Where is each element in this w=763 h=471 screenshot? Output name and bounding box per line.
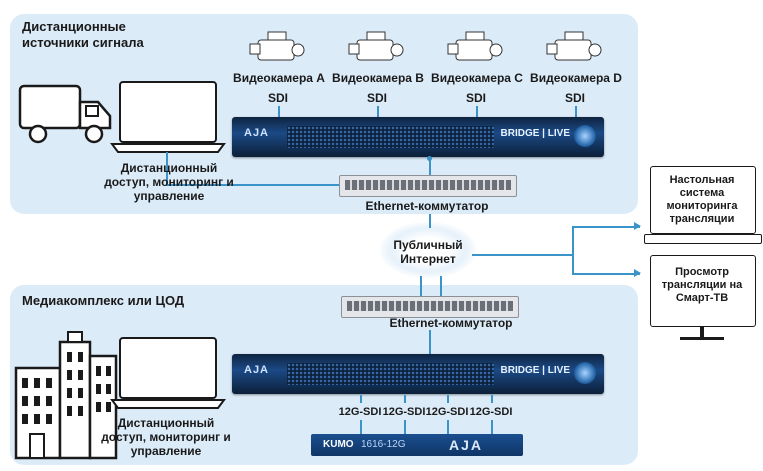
internet-label: Публичный Интернет — [393, 238, 463, 266]
buildings — [12, 326, 122, 462]
camera-d-label: Видеокамера D — [530, 71, 622, 85]
remote-sources-title: Дистанционные источники сигнала — [22, 19, 144, 50]
arrow-icon — [634, 269, 641, 277]
camera-c-label: Видеокамера C — [431, 71, 523, 85]
smart-tv — [650, 255, 756, 327]
truck-icon — [18, 84, 112, 144]
aja-logo: AJA — [244, 127, 270, 139]
desktop-monitor-label: Настольная система мониторинга трансляци… — [666, 174, 738, 225]
power-knob-icon — [574, 125, 596, 147]
sdi-label-b: SDI — [366, 91, 387, 105]
remote-sources-panel — [10, 14, 638, 214]
arrow-icon — [634, 222, 641, 230]
video-camera-icon — [249, 31, 305, 61]
office-buildings-icon — [14, 331, 118, 460]
ethernet-switch-bottom — [341, 296, 519, 318]
switch-to-internet-line — [429, 214, 431, 228]
aja-logo: AJA — [244, 364, 270, 376]
output-label-4: 12G-SDI — [469, 406, 513, 418]
rack-grill — [287, 363, 494, 385]
rack-to-switch-line — [429, 158, 431, 175]
laptop-icon — [110, 337, 226, 409]
camera-a — [248, 28, 308, 68]
desktop-base — [644, 234, 762, 244]
output-label-3: 12G-SDI — [425, 406, 469, 418]
remote-laptop-top — [110, 80, 226, 160]
sdi-label-c: SDI — [465, 91, 486, 105]
switch-ports — [345, 180, 511, 190]
truck — [16, 80, 116, 148]
output-line — [360, 420, 362, 434]
monitors-trunk-line — [572, 226, 574, 274]
output-line — [447, 420, 449, 434]
sdi-connector — [476, 106, 478, 118]
camera-b-label: Видеокамера B — [332, 71, 424, 85]
tv-stand — [700, 327, 704, 337]
internet-to-switch-line — [420, 276, 422, 296]
camera-a-label: Видеокамера A — [233, 71, 325, 85]
bridge-live-unit-top: AJA BRIDGE | LIVE — [232, 117, 604, 157]
output-label-1: 12G-SDI — [338, 406, 382, 418]
bridge-live-unit-bottom: AJA BRIDGE | LIVE — [232, 354, 604, 394]
internet-to-switch-line — [440, 276, 442, 296]
internet-glow — [380, 222, 476, 278]
laptop-icon — [110, 81, 226, 153]
video-camera-icon — [348, 31, 404, 61]
bridge-live-brand: BRIDGE | LIVE — [500, 128, 570, 139]
output-line — [447, 395, 449, 403]
kumo-logo: KUMO — [323, 439, 354, 450]
video-camera-icon — [546, 31, 602, 61]
laptop-drop-line — [166, 152, 168, 184]
to-desktop-line — [572, 226, 640, 228]
aja-router-logo: AJA — [449, 437, 484, 453]
output-label-2: 12G-SDI — [382, 406, 426, 418]
rack-grill — [287, 126, 494, 148]
kumo-router: KUMO 1616-12G AJA — [311, 434, 523, 456]
power-knob-icon — [574, 362, 596, 384]
smart-tv-label: Просмотр трансляции на Смарт-ТВ — [661, 266, 743, 304]
output-line — [491, 395, 493, 403]
media-center-title: Медиакомплекс или ЦОД — [22, 293, 185, 308]
sdi-connector — [575, 106, 577, 118]
to-tv-line — [572, 273, 640, 275]
sdi-connector — [377, 106, 379, 118]
camera-c — [446, 28, 506, 68]
connector-dot — [427, 156, 432, 161]
internet-to-monitors-line — [472, 254, 572, 256]
kumo-model: 1616-12G — [361, 439, 406, 450]
sdi-connector — [278, 106, 280, 118]
video-camera-icon — [447, 31, 503, 61]
remote-laptop-bottom — [110, 336, 226, 416]
ethernet-switch-top — [339, 175, 517, 197]
ethernet-switch-bottom-label: Ethernet-коммутатор — [389, 316, 513, 330]
bridge-live-brand: BRIDGE | LIVE — [500, 365, 570, 376]
camera-b — [347, 28, 407, 68]
desktop-monitor — [650, 166, 756, 234]
output-line — [491, 420, 493, 434]
output-line — [404, 420, 406, 434]
remote-access-bottom-label: Дистанционный доступ, мониторинг и управ… — [101, 416, 231, 458]
camera-d — [545, 28, 605, 68]
sdi-label-a: SDI — [267, 91, 288, 105]
switch-ports — [347, 301, 513, 311]
laptop-to-switch-line — [166, 184, 339, 186]
ethernet-switch-top-label: Ethernet-коммутатор — [365, 199, 489, 213]
switch-to-rack-line — [429, 330, 431, 354]
sdi-label-d: SDI — [564, 91, 585, 105]
remote-access-top-label: Дистанционный доступ, мониторинг и управ… — [104, 161, 234, 203]
output-line — [404, 395, 406, 403]
tv-stand-base — [680, 337, 724, 340]
output-line — [360, 395, 362, 403]
